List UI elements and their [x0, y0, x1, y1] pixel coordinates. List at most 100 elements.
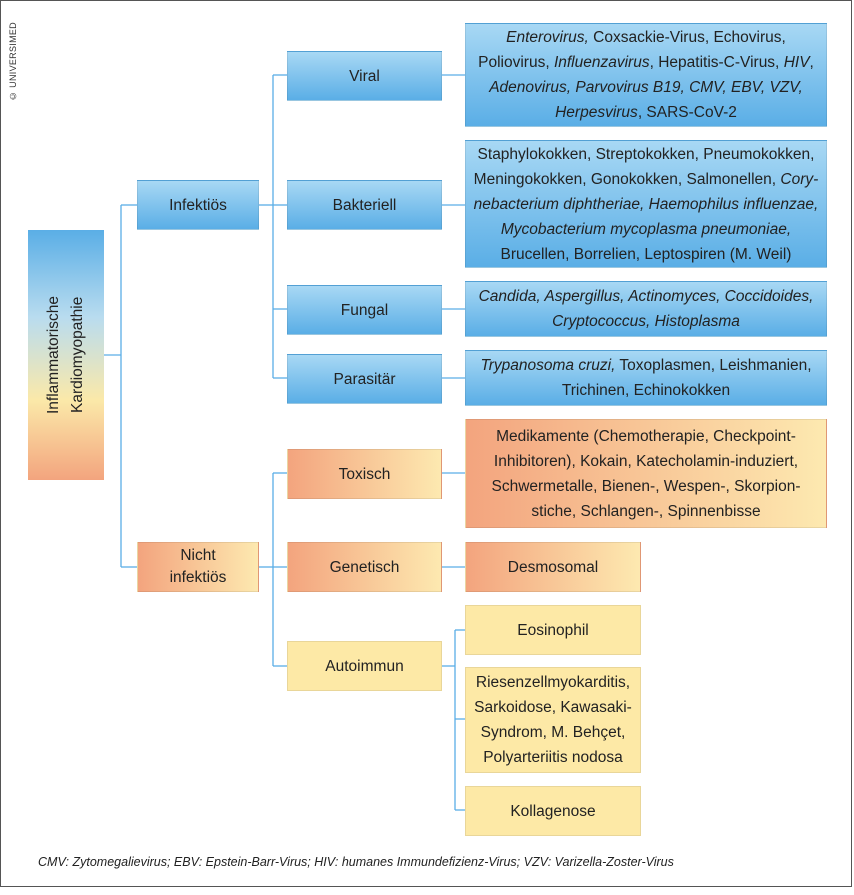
text-line: Trichinen, Echinokokken — [480, 378, 811, 403]
text-line: Poliovirus, Influenzavirus, Hepatitis-C-… — [478, 50, 814, 75]
text-run: , — [809, 54, 814, 71]
text-run: Trichinen, Echinokokken — [561, 382, 731, 399]
text-line: Cryptococcus, Histoplasma — [479, 309, 814, 334]
italic-text-run: Enterovirus, — [506, 29, 589, 46]
node-infektioes-label: Infektiös — [169, 196, 227, 214]
text-line: Polyarteriitis nodosa — [474, 745, 632, 770]
text-line: Riesenzellmyokarditis, — [474, 670, 632, 695]
detail-eosinophil: Eosinophil — [465, 605, 641, 655]
text-run: Inhibitoren), Kokain, Katecholamin-induz… — [493, 452, 799, 470]
text-line: Adenovirus, Parvovirus B19, CMV, EBV, VZ… — [478, 75, 814, 100]
text-line: Desmosomal — [508, 555, 598, 580]
text-run: Toxoplasmen, Leishmanien, — [615, 357, 812, 374]
text-line: Kollagenose — [510, 799, 595, 824]
detail-parasitaer-text: Trypanosoma cruzi, Toxoplasmen, Leishman… — [480, 353, 811, 403]
italic-text-run: nebacterium diphtheriae, Haemophilus inf… — [473, 195, 819, 213]
text-run: Poliovirus, — [478, 54, 554, 71]
node-bakteriell: Bakteriell — [287, 180, 442, 230]
node-fungal-label: Fungal — [340, 301, 389, 319]
italic-text-run: Mycobacterium mycoplasma pneumoniae, — [500, 220, 792, 238]
text-line: Brucellen, Borrelien, Leptospiren (M. We… — [474, 242, 819, 267]
detail-genetisch-text: Desmosomal — [508, 555, 598, 580]
text-line: Meningokokken, Gonokokken, Salmonellen, … — [474, 167, 819, 192]
text-run: Desmosomal — [507, 558, 599, 576]
node-viral: Viral — [287, 51, 442, 101]
text-line: stiche, Schlangen-, Spinnenbisse — [492, 499, 801, 524]
italic-text-run: Herpesvirus — [555, 104, 638, 121]
text-line: Syndrom, M. Behçet, — [474, 720, 632, 745]
text-line: Mycobacterium mycoplasma pneumoniae, — [474, 217, 819, 242]
node-infektioes: Infektiös — [137, 180, 259, 230]
text-run: Riesenzellmyokarditis, — [475, 674, 631, 691]
root-label: Inflammatorische Kardiomyopathie — [38, 243, 94, 467]
text-line: Sarkoidose, Kawasaki- — [474, 695, 632, 720]
root-label-line2: Kardiomyopathie — [69, 296, 86, 414]
text-run: Meningokokken, Gonokokken, Salmonellen, — [473, 170, 781, 188]
node-toxisch: Toxisch — [287, 449, 442, 499]
detail-viral-text: Enterovirus, Coxsackie-Virus, Echovirus,… — [478, 25, 814, 125]
node-nicht-infektioes-line1: Nicht — [180, 547, 216, 564]
text-line: Trypanosoma cruzi, Toxoplasmen, Leishman… — [480, 353, 811, 378]
footnote: CMV: Zytomegalievirus; EBV: Epstein-Barr… — [38, 855, 674, 869]
detail-fungal: Candida, Aspergillus, Actinomyces, Cocci… — [465, 281, 827, 337]
italic-text-run: Adenovirus, Parvovirus B19, CMV, EBV, VZ… — [489, 79, 803, 96]
node-viral-label: Viral — [349, 67, 380, 85]
italic-text-run: Trypanosoma cruzi, — [480, 357, 616, 374]
italic-text-run: Candida, Aspergillus, Actinomyces, Cocci… — [478, 288, 814, 305]
detail-kollagenose: Kollagenose — [465, 786, 641, 836]
text-line: nebacterium diphtheriae, Haemophilus inf… — [474, 192, 819, 217]
italic-text-run: Cryptococcus, Histoplasma — [552, 313, 740, 330]
text-line: Schwermetalle, Bienen-, Wespen-, Skorpio… — [492, 474, 801, 499]
text-run: Eosinophil — [517, 621, 589, 639]
text-line: Eosinophil — [517, 618, 589, 643]
italic-text-run: Cory- — [780, 170, 819, 188]
text-run: Staphylokokken, Streptokokken, Pneumokok… — [477, 145, 815, 163]
detail-fungal-text: Candida, Aspergillus, Actinomyces, Cocci… — [479, 284, 814, 334]
detail-kollagenose-text: Kollagenose — [510, 799, 595, 824]
detail-riesenzell: Riesenzellmyokarditis, Sarkoidose, Kawasa… — [465, 667, 641, 773]
detail-bakteriell-text: Staphylokokken, Streptokokken, Pneumokok… — [474, 142, 819, 267]
node-genetisch: Genetisch — [287, 542, 442, 592]
node-fungal: Fungal — [287, 285, 442, 335]
root-node — [28, 230, 104, 480]
text-line: Medikamente (Chemotherapie, Checkpoint- — [492, 424, 801, 449]
node-parasitaer-label: Parasitär — [333, 370, 396, 388]
text-run: Sarkoidose, Kawasaki- — [474, 699, 632, 716]
text-run: , Hepatitis-C-Virus, — [649, 54, 784, 71]
text-line: Candida, Aspergillus, Actinomyces, Cocci… — [479, 284, 814, 309]
text-run: Syndrom, M. Behçet, — [480, 724, 626, 741]
node-genetisch-label: Genetisch — [329, 558, 400, 576]
detail-eosinophil-text: Eosinophil — [517, 618, 589, 643]
node-parasitaer: Parasitär — [287, 354, 442, 404]
detail-toxisch-text: Medikamente (Chemotherapie, Checkpoint- I… — [492, 424, 801, 524]
text-line: Staphylokokken, Streptokokken, Pneumokok… — [474, 142, 819, 167]
detail-toxisch: Medikamente (Chemotherapie, Checkpoint- I… — [465, 419, 827, 528]
node-autoimmun-label: Autoimmun — [325, 657, 404, 675]
text-run: Polyarteriitis nodosa — [483, 749, 623, 766]
text-line: Enterovirus, Coxsackie-Virus, Echovirus, — [478, 25, 814, 50]
node-nicht-infektioes: Nicht infektiös — [137, 542, 259, 592]
text-run: Medikamente (Chemotherapie, Checkpoint- — [496, 427, 796, 445]
text-run: Schwermetalle, Bienen-, Wespen-, Skorpio… — [491, 477, 801, 495]
node-toxisch-label: Toxisch — [338, 465, 391, 483]
root-label-line1: Inflammatorische — [45, 296, 62, 415]
detail-riesenzell-text: Riesenzellmyokarditis, Sarkoidose, Kawasa… — [474, 670, 632, 770]
detail-bakteriell: Staphylokokken, Streptokokken, Pneumokok… — [465, 140, 827, 268]
italic-text-run: HIV — [783, 54, 810, 71]
text-line: Herpesvirus, SARS-CoV-2 — [478, 100, 814, 125]
text-line: Inhibitoren), Kokain, Katecholamin-induz… — [492, 449, 801, 474]
node-bakteriell-label: Bakteriell — [332, 196, 397, 214]
node-autoimmun: Autoimmun — [287, 641, 442, 691]
text-run: stiche, Schlangen-, Spinnenbisse — [531, 502, 761, 520]
detail-genetisch: Desmosomal — [465, 542, 641, 592]
text-run: Kollagenose — [510, 802, 596, 820]
node-nicht-infektioes-line2: infektiös — [169, 569, 227, 586]
text-run: , SARS-CoV-2 — [637, 104, 737, 121]
italic-text-run: Influenzavirus — [553, 54, 650, 71]
text-run: Coxsackie-Virus, Echovirus, — [588, 29, 786, 46]
detail-parasitaer: Trypanosoma cruzi, Toxoplasmen, Leishman… — [465, 350, 827, 406]
detail-viral: Enterovirus, Coxsackie-Virus, Echovirus,… — [465, 23, 827, 127]
text-run: Brucellen, Borrelien, Leptospiren (M. We… — [500, 245, 792, 263]
